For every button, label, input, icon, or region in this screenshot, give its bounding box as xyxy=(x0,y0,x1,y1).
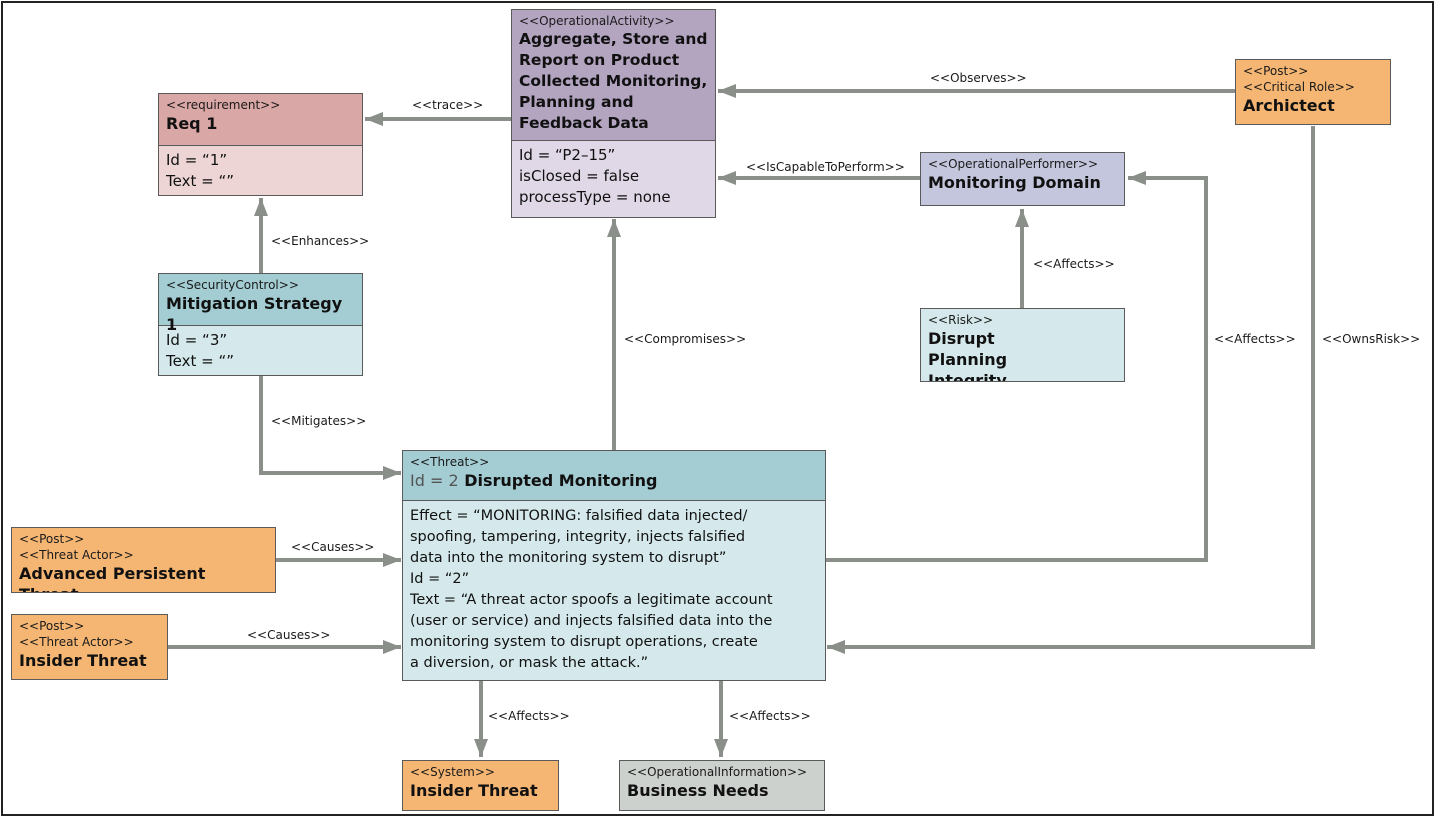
label-affects-system: <<Affects>> xyxy=(488,709,570,723)
threat-attr: Id = “2” xyxy=(410,571,470,587)
threat-attr: Text = “A threat actor spoofs a legitima… xyxy=(410,592,773,608)
label-risk-affects: <<Affects>> xyxy=(1033,257,1115,271)
edge-owns-risk[interactable] xyxy=(827,126,1315,654)
security-control-attr: Id = “3” xyxy=(166,331,228,349)
architect-stereotype-role: <<Critical Role>> xyxy=(1243,80,1355,94)
operational-activity-name: Aggregate, Store and Report on Product C… xyxy=(519,30,708,132)
apt-node[interactable]: <<Post>> <<Threat Actor>> Advanced Persi… xyxy=(11,527,276,593)
threat-attr: monitoring system to disrupt operations,… xyxy=(410,634,758,650)
architect-node[interactable]: <<Post>> <<Critical Role>> Archictect xyxy=(1235,59,1391,125)
apt-stereotype-post: <<Post>> xyxy=(19,532,85,546)
insider-actor-node[interactable]: <<Post>> <<Threat Actor>> Insider Threat xyxy=(11,614,168,680)
threat-attr: (user or service) and injects falsified … xyxy=(410,613,773,629)
insider-actor-name: Insider Threat xyxy=(19,651,147,670)
requirement-stereotype: <<requirement>> xyxy=(166,98,281,112)
threat-attr: data into the monitoring system to disru… xyxy=(410,550,727,566)
security-control-name: Mitigation Strategy 1 xyxy=(166,294,343,334)
label-compromises: <<Compromises>> xyxy=(624,332,747,346)
security-control-attr: Text = “” xyxy=(166,352,234,370)
risk-node[interactable]: <<Risk>> Disrupt Planning Integrity xyxy=(920,308,1125,382)
business-needs-name: Business Needs xyxy=(627,781,769,800)
label-affects-info: <<Affects>> xyxy=(729,709,811,723)
threat-attr: a diversion, or mask the attack.” xyxy=(410,655,649,671)
label-observes: <<Observes>> xyxy=(930,71,1027,85)
insider-actor-stereotype-post: <<Post>> xyxy=(19,619,85,633)
label-owns-risk: <<OwnsRisk>> xyxy=(1322,332,1421,346)
label-apt-causes: <<Causes>> xyxy=(291,540,375,554)
label-mitigates: <<Mitigates>> xyxy=(271,414,367,428)
label-threat-affects-domain: <<Affects>> xyxy=(1214,332,1296,346)
security-control-stereotype: <<SecurityControl>> xyxy=(166,278,299,292)
risk-name: Disrupt Planning Integrity xyxy=(928,329,1008,382)
requirement-node[interactable]: <<requirement>> Req 1 Id = “1” Text = “” xyxy=(158,93,363,196)
insider-system-node[interactable]: <<System>> Insider Threat xyxy=(402,760,559,811)
operational-activity-attr: processType = none xyxy=(519,188,671,206)
operational-activity-stereotype: <<OperationalActivity>> xyxy=(519,14,675,28)
threat-attr: Effect = “MONITORING: falsified data inj… xyxy=(410,508,748,524)
threat-name: Disrupted Monitoring xyxy=(464,471,658,490)
insider-actor-stereotype-actor: <<Threat Actor>> xyxy=(19,635,134,649)
risk-stereotype: <<Risk>> xyxy=(928,313,994,327)
operational-activity-attr: Id = “P2–15” xyxy=(519,146,616,164)
apt-stereotype-actor: <<Threat Actor>> xyxy=(19,548,134,562)
monitoring-domain-name: Monitoring Domain xyxy=(928,173,1101,192)
insider-system-name: Insider Threat xyxy=(410,781,538,800)
insider-system-stereotype: <<System>> xyxy=(410,765,495,779)
business-needs-stereotype: <<OperationalInformation>> xyxy=(627,765,808,779)
threat-node[interactable]: <<Threat>> Id = 2 Disrupted Monitoring E… xyxy=(402,450,826,681)
label-enhances: <<Enhances>> xyxy=(271,234,370,248)
label-trace: <<trace>> xyxy=(412,98,484,112)
threat-stereotype: <<Threat>> xyxy=(410,455,490,469)
monitoring-domain-stereotype: <<OperationalPerformer>> xyxy=(928,157,1099,171)
business-needs-node[interactable]: <<OperationalInformation>> Business Need… xyxy=(619,760,825,811)
monitoring-domain-node[interactable]: <<OperationalPerformer>> Monitoring Doma… xyxy=(920,152,1125,206)
requirement-name: Req 1 xyxy=(166,114,218,133)
edge-threat-affects-domain[interactable] xyxy=(826,171,1208,562)
operational-activity-attr: isClosed = false xyxy=(519,167,640,185)
operational-activity-node[interactable]: <<OperationalActivity>> Aggregate, Store… xyxy=(511,9,716,218)
threat-id-prefix: Id = 2 xyxy=(410,471,459,490)
architect-name: Archictect xyxy=(1243,96,1335,115)
label-is-capable-to-perform: <<IsCapableToPerform>> xyxy=(746,160,905,174)
requirement-attr: Id = “1” xyxy=(166,151,228,169)
requirement-attr: Text = “” xyxy=(166,172,234,190)
threat-attr: spoofing, tampering, integrity, injects … xyxy=(410,529,746,545)
security-control-node[interactable]: <<SecurityControl>> Mitigation Strategy … xyxy=(158,273,363,376)
label-insider-causes: <<Causes>> xyxy=(247,628,331,642)
architect-stereotype-post: <<Post>> xyxy=(1243,64,1309,78)
apt-name: Advanced Persistent Threat xyxy=(19,564,206,592)
edge-mitigates[interactable] xyxy=(259,376,401,480)
